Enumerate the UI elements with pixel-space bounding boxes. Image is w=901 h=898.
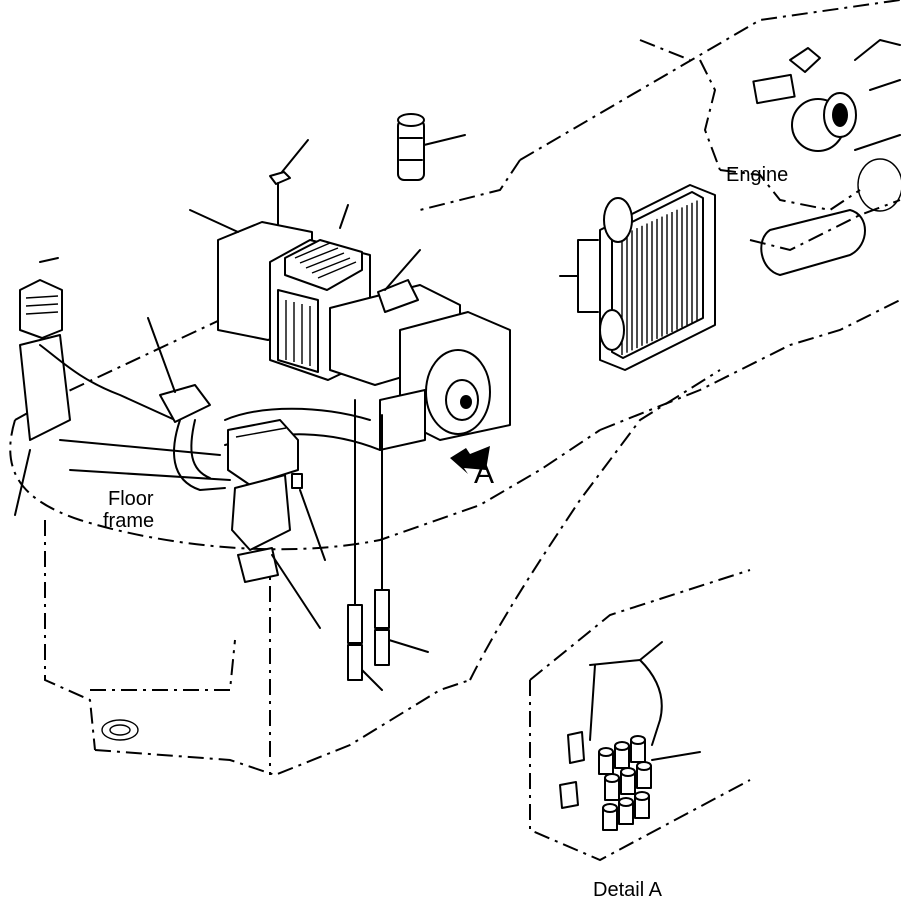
connector-cylinder (630, 735, 646, 763)
connector-cylinder (634, 791, 650, 819)
engine-components (752, 39, 901, 276)
hose-ducts (14, 257, 381, 516)
engine-label: Engine (726, 164, 788, 186)
floor-label-line1: Floor (108, 488, 154, 510)
view-arrow-a (450, 446, 490, 474)
connector-cylinder (604, 773, 620, 801)
mounting-bolt (269, 139, 309, 236)
connector-cylinder (614, 741, 630, 769)
detail-a-inset (529, 569, 751, 862)
receiver-drier (397, 113, 466, 181)
control-panel (227, 419, 326, 629)
connector-cylinder (602, 803, 618, 831)
machine-frame-outline (9, 0, 901, 777)
connector-cylinder (618, 797, 634, 825)
connector-cylinder (598, 747, 614, 775)
floor-label-line2: frame (103, 510, 154, 532)
condenser-unit (559, 184, 716, 371)
connector-cylinder (620, 767, 636, 795)
connector-cylinder (636, 761, 652, 789)
sensor-probes (347, 399, 429, 691)
view-a-label: A (474, 457, 494, 490)
detail-a-label: Detail A (593, 879, 663, 898)
ac-unit (189, 204, 511, 451)
